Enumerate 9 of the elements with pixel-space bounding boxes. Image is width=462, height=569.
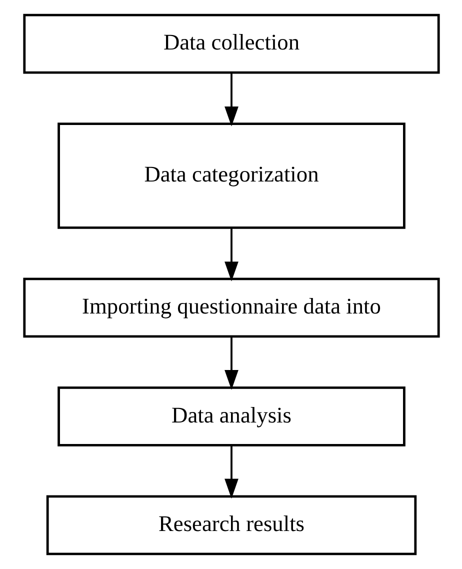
- node-box: Research results: [46, 495, 416, 556]
- arrow: [224, 228, 238, 282]
- arrow: [224, 72, 238, 126]
- node-box: Data categorization: [57, 122, 405, 229]
- node-box: Data analysis: [57, 386, 405, 446]
- node-box: Data collection: [22, 14, 440, 74]
- arrow: [224, 446, 238, 499]
- arrow: [224, 337, 238, 390]
- node-box: Importing questionnaire data into: [22, 278, 440, 338]
